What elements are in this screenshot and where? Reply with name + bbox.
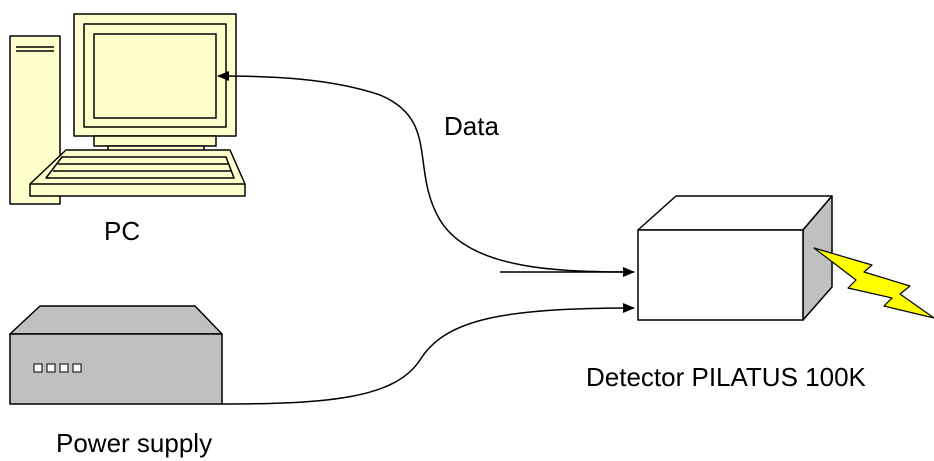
pc-stand [93, 135, 217, 147]
power-connection-line [221, 303, 635, 405]
detector-top [637, 195, 833, 231]
power-supply-label: Power supply [56, 428, 213, 458]
power-supply-indicator-4 [72, 363, 82, 373]
data-label: Data [444, 111, 499, 141]
pc-screen [93, 33, 217, 119]
power-supply-top [9, 305, 223, 335]
detector-front [637, 229, 804, 321]
power-supply-icon [9, 305, 223, 405]
pc-icon [9, 13, 246, 205]
data-connection-line [217, 71, 635, 273]
power-supply-indicator-3 [59, 363, 69, 373]
power-supply-indicator-1 [33, 363, 43, 373]
detector-icon [637, 195, 833, 321]
detector-label: Detector PILATUS 100K [586, 362, 866, 392]
pc-label: PC [104, 216, 141, 246]
power-supply-indicator-2 [46, 363, 56, 373]
power-supply-front [9, 333, 223, 405]
lightning-bolt-icon [813, 247, 934, 319]
